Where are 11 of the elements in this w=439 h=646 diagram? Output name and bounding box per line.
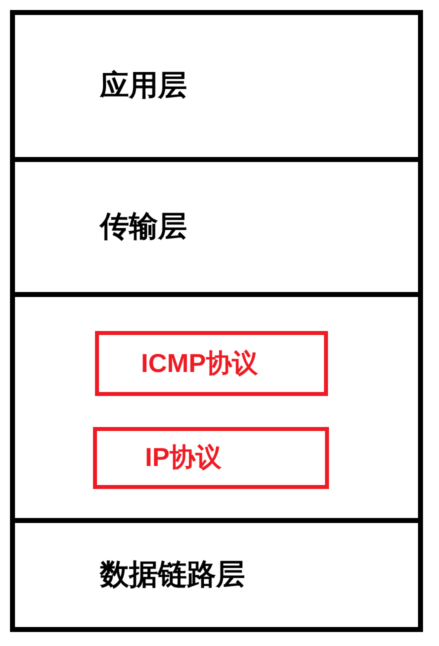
layer-title: 数据链路层 bbox=[100, 558, 245, 592]
protocol-label: ICMP协议 bbox=[141, 348, 258, 380]
protocol-box bbox=[93, 427, 329, 489]
protocol-label: IP协议 bbox=[145, 442, 222, 474]
layer-title: 应用层 bbox=[100, 68, 187, 104]
layer-band bbox=[10, 292, 423, 518]
protocol-box bbox=[95, 331, 328, 396]
layer-title: 传输层 bbox=[100, 210, 187, 244]
layer-band bbox=[10, 10, 423, 157]
layer-band bbox=[10, 157, 423, 292]
layer-band bbox=[10, 518, 423, 632]
